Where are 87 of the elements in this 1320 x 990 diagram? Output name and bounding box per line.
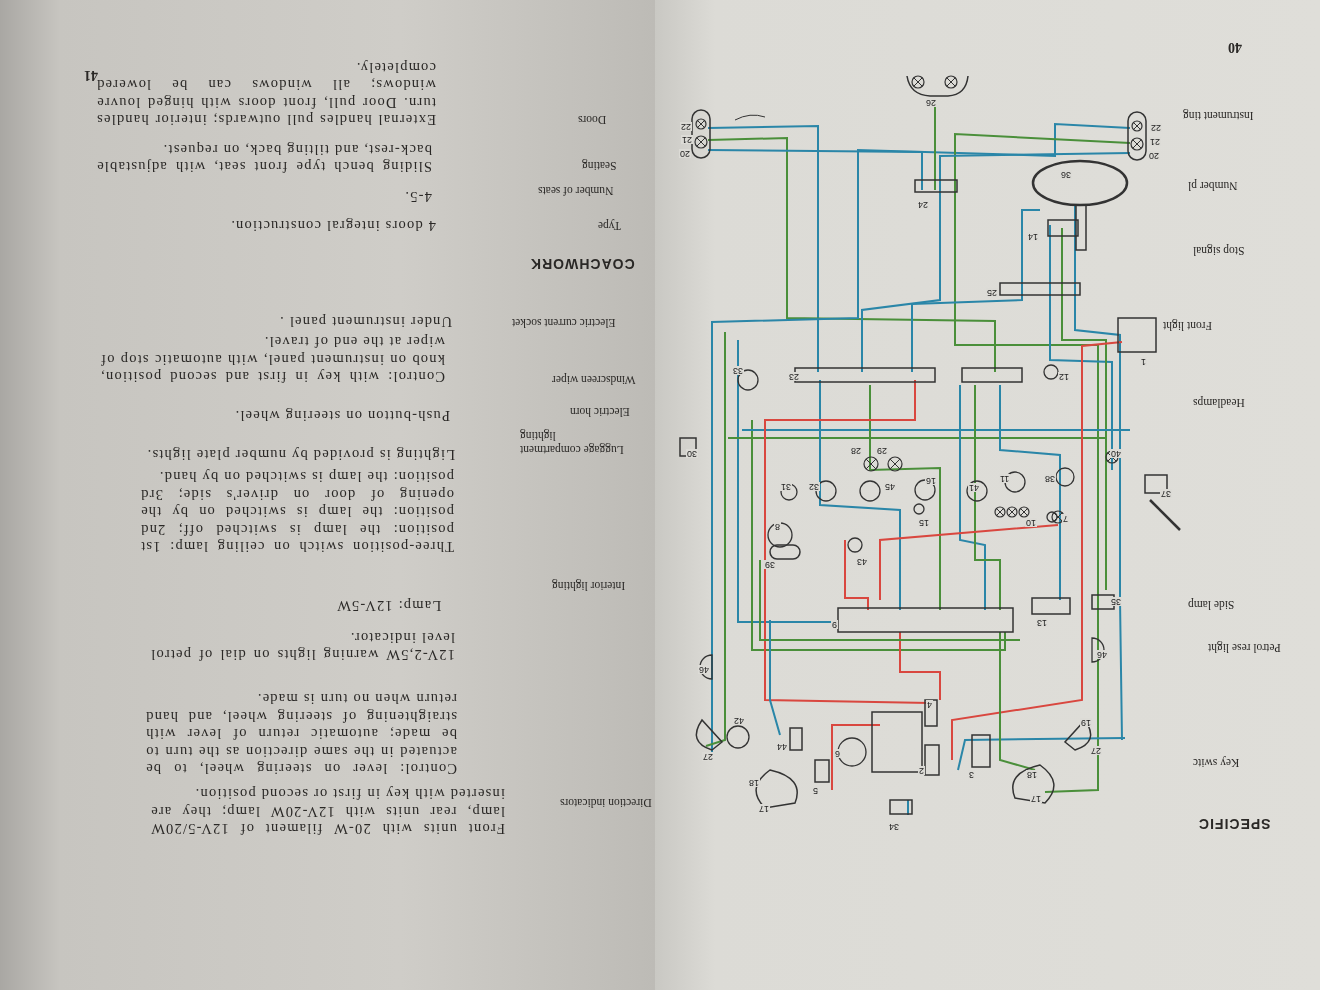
callout-number: 1 (1140, 357, 1147, 366)
paragraph: Lamp: 12V-5W (336, 597, 443, 615)
side-heading: Petrol rese light (1208, 640, 1282, 654)
side-heading: Headlamps (1193, 395, 1246, 409)
callout-number: 32 (808, 482, 820, 491)
callout-number: 9 (831, 620, 838, 629)
paragraph: Front units with 20-W filament of 12V-5/20W lamp, rear units with 12V-20W lamp; they are inserted with key in first or second position. (150, 785, 505, 838)
callout-number: 6 (834, 749, 841, 758)
callout-number: 46 (698, 665, 710, 674)
side-heading: Seating (582, 158, 618, 172)
callout-number: 40 (1110, 449, 1122, 458)
callout-number: 23 (788, 372, 800, 381)
callout-number: 37 (1160, 489, 1172, 498)
callout-number: 43 (856, 557, 868, 566)
paragraph: Control: lever on steering wheel, to be actuated in the same direction as the turn to be made; automatic return of lever with straightening of steering wheel, and hand return when no turn is made. (145, 690, 457, 777)
section-heading: COACHWORK (530, 255, 636, 272)
side-heading: Windscreen wiper (552, 372, 637, 386)
paragraph: 4-5. (403, 188, 432, 206)
callout-number: 44 (776, 742, 788, 751)
callout-number: 25 (986, 288, 998, 297)
side-heading: Front light (1163, 318, 1213, 332)
side-heading: Direction indicators (560, 795, 653, 809)
callout-number: 22 (1150, 123, 1162, 132)
callout-number: 19 (1080, 718, 1092, 727)
callout-number: 38 (1044, 474, 1056, 483)
callout-number: 13 (1036, 618, 1048, 627)
side-heading: Number pl (1188, 178, 1239, 192)
side-heading: Luggage compartment lighting (520, 428, 625, 456)
paragraph: Lighting is provided by number plate lights. (145, 446, 455, 464)
paragraph: Three-position switch on ceiling lamp: 1st position: the lamp is switched off; 2nd position: the lamp is switched on by the opening of door on driver's side; 3rd position: the lamp is switched on by hand. (140, 468, 454, 555)
callout-number: 42 (733, 716, 745, 725)
paragraph: Push-button on steering wheel. (233, 407, 450, 425)
callout-number: 14 (1027, 232, 1039, 241)
callout-number: 16 (925, 476, 937, 485)
side-heading: Instrument ting (1183, 108, 1255, 122)
callout-number: 35 (1110, 597, 1122, 606)
section-heading: SPECIFIC (1198, 815, 1272, 832)
callout-number: 28 (850, 446, 862, 455)
callout-number: 27 (1090, 746, 1102, 755)
callout-number: 34 (888, 822, 900, 831)
callout-number: 7 (1062, 514, 1069, 523)
callout-number: 21 (1149, 137, 1161, 146)
callout-number: 15 (918, 518, 930, 527)
paragraph: Sliding bench type front seat, with adjustable back-rest, and tilting back, on request. (96, 140, 432, 175)
callout-number: 10 (1025, 518, 1037, 527)
paragraph: 12V-2,5W warning lights on dial of petrol level indicator. (150, 628, 455, 663)
callout-number: 31 (780, 482, 792, 491)
callout-number: 33 (732, 366, 744, 375)
side-heading: Doors (578, 112, 608, 126)
side-heading: Stop signal (1193, 243, 1246, 257)
paragraph: 4 doors integral construction. (229, 217, 436, 235)
callout-number: 39 (764, 560, 776, 569)
callout-number: 18 (748, 778, 760, 787)
callout-number: 21 (681, 135, 693, 144)
callout-number: 17 (1030, 794, 1042, 803)
callout-number: 18 (1026, 770, 1038, 779)
callout-number: 17 (758, 804, 770, 813)
callout-number: 46 (1096, 650, 1108, 659)
callout-number: 22 (680, 122, 692, 131)
callout-number: 2 (918, 766, 925, 775)
callout-number: 8 (774, 522, 781, 531)
callout-number: 24 (917, 200, 929, 209)
side-heading: Number of seats (538, 183, 615, 197)
callout-number: 26 (925, 98, 937, 107)
callout-number: 27 (702, 752, 714, 761)
side-heading: Electric horn (570, 404, 631, 418)
page-number: 41 (84, 66, 98, 83)
side-heading: Type (598, 218, 622, 232)
side-heading: Side lamp (1188, 597, 1236, 611)
callout-number: 20 (679, 149, 691, 158)
side-heading: Key switc (1193, 755, 1241, 769)
callout-number: 41 (968, 483, 980, 492)
page-number: 40 (1228, 38, 1243, 55)
callout-number: 20 (1148, 151, 1160, 160)
callout-number: 36 (1060, 170, 1072, 179)
callout-number: 3 (968, 770, 975, 779)
callout-number: 30 (686, 449, 698, 458)
callout-number: 12 (1058, 372, 1070, 381)
callout-number: 11 (999, 474, 1011, 483)
paragraph: Control: with key in first and second position, knob on instrument panel, with automatic stop of wiper at the end of travel. (100, 333, 445, 386)
callout-number: 5 (812, 786, 819, 795)
callout-number: 45 (884, 482, 896, 491)
paragraph: Under instrument panel . (278, 313, 452, 331)
callout-number: 4 (926, 700, 933, 709)
side-heading: Electric current socket (512, 315, 617, 329)
side-heading: Interior lighting (552, 578, 627, 592)
callout-number: 29 (876, 446, 888, 455)
